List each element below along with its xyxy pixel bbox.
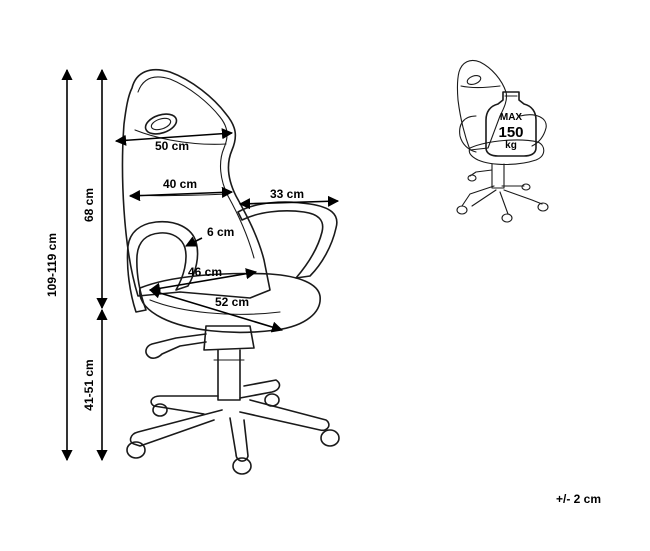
right-armrest [237,201,338,279]
armrest-width-line [184,236,203,247]
backrest-mid-width-line [128,186,234,202]
backrest-top-width-label: 50 cm [155,139,189,153]
load-capacity-illustration: MAX 150 kg [456,59,549,223]
casters [126,393,340,475]
headrest-hole [144,113,178,135]
total-height-label: 109-119 cm [45,233,59,297]
star-base [129,379,330,462]
backrest-outline [121,68,271,299]
gas-lift [217,349,241,401]
tolerance-note: +/- 2 cm [556,492,601,506]
seat-width-line [148,268,258,294]
main-chair-drawing [121,68,340,475]
left-armrest [126,220,199,313]
seat-depth-label: 52 cm [215,295,249,309]
seat-width-label: 46 cm [188,265,222,279]
backrest-height-label: 68 cm [82,188,96,222]
small-seat [468,139,545,166]
armrest-length-line [238,195,340,210]
seat-depth-line [148,287,284,333]
armrest-length-label: 33 cm [270,187,304,201]
max-label: MAX [500,112,523,123]
small-backrest [456,59,508,151]
dimension-lines [61,68,340,462]
max-load-unit: kg [505,140,517,151]
backrest-inner-outline [137,76,255,259]
seat-mechanism [203,325,255,351]
backrest-mid-width-label: 40 cm [163,177,197,191]
height-lever [145,333,207,359]
weight-icon [485,91,537,157]
armrest-width-label: 6 cm [207,225,234,239]
seat-height-label: 41-51 cm [82,359,96,410]
max-load-value: 150 [498,124,523,141]
backrest-top-width-line [114,128,234,146]
